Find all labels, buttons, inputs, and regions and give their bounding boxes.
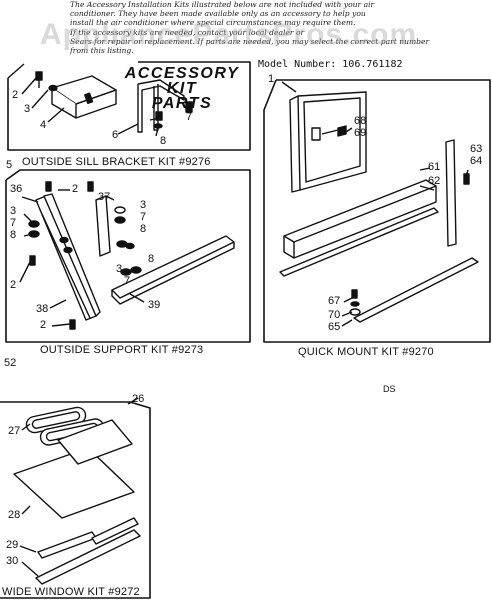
ref-number: 69 — [354, 127, 367, 139]
wide-window-kit-panel — [0, 397, 151, 599]
ref-number: 2 — [12, 89, 19, 101]
ref-number: 26 — [132, 393, 145, 405]
intro-line: Sears for repair or replacement. If part… — [70, 36, 430, 46]
ref-number: 62 — [428, 175, 441, 187]
ref-number: 37 — [98, 191, 111, 203]
ref-number: 63 — [470, 143, 483, 155]
ref-number: 2 — [72, 183, 79, 195]
ds-mark: DS — [383, 384, 396, 394]
intro-text: The Accessory Installation Kits illustra… — [70, 0, 430, 55]
ref-number: 39 — [148, 299, 161, 311]
ref-number: 61 — [428, 161, 441, 173]
ref-number: 36 — [10, 183, 23, 195]
ref-number: 3 — [24, 103, 31, 115]
caption-wide-window-kit: WIDE WINDOW KIT #9272 — [2, 586, 140, 598]
ref-number: 1 — [268, 73, 275, 85]
ref-number: 64 — [470, 155, 483, 167]
quick-mount-kit-panel — [263, 79, 491, 343]
title-line: KIT — [166, 80, 198, 97]
caption-quick-mount-kit: QUICK MOUNT KIT #9270 — [298, 346, 434, 358]
ref-number: 5 — [6, 159, 13, 171]
caption-sill-bracket-kit: OUTSIDE SILL BRACKET KIT #9276 — [22, 156, 211, 168]
ref-number: 8 — [148, 253, 155, 265]
caption-outside-support-kit: OUTSIDE SUPPORT KIT #9273 — [40, 344, 204, 356]
ref-number: 30 — [6, 555, 19, 567]
watermark-logo: AppliancePartsPros.com — [40, 18, 418, 51]
ref-number: 3 — [140, 199, 147, 211]
ref-number: 27 — [8, 425, 21, 437]
title-line: PARTS — [151, 95, 213, 112]
intro-line: If the accessory kits are needed, contac… — [70, 27, 305, 37]
ref-number: 8 — [140, 223, 147, 235]
ref-number: 70 — [328, 309, 341, 321]
ref-number: 67 — [328, 295, 341, 307]
ref-number: 28 — [8, 509, 21, 521]
ref-number: 2 — [40, 319, 47, 331]
ref-number: 65 — [328, 321, 341, 333]
model-number: Model Number: 106.761182 — [258, 59, 403, 70]
ref-number: 7 — [186, 111, 193, 123]
ref-number: 52 — [4, 357, 17, 369]
ref-number: 29 — [6, 539, 19, 551]
ref-number: 8 — [160, 135, 167, 147]
ref-number: 2 — [10, 279, 17, 291]
ref-number: 4 — [40, 119, 47, 131]
title-line: ACCESSORY — [124, 65, 240, 82]
ref-number: 68 — [354, 115, 367, 127]
intro-line: conditioner. They have been made availab… — [70, 9, 366, 19]
ref-number: 7 — [10, 217, 17, 229]
ref-number: 38 — [36, 303, 49, 315]
accessory-kit-parts-title: ACCESSORY KIT PARTS — [112, 65, 252, 112]
outside-support-kit-panel — [5, 169, 251, 343]
ref-number: 8 — [10, 229, 17, 241]
intro-line: The Accessory Installation Kits illustra… — [70, 0, 375, 9]
ref-number: 7 — [140, 211, 147, 223]
intro-line: install the air conditioner where specia… — [70, 18, 356, 28]
ref-number: 7 — [124, 275, 131, 287]
ref-number: 6 — [112, 129, 119, 141]
intro-line: from this listing. — [70, 46, 134, 56]
ref-number: 3 — [116, 263, 123, 275]
ref-number: 3 — [10, 205, 17, 217]
sill-bracket-kit-panel — [7, 61, 251, 151]
